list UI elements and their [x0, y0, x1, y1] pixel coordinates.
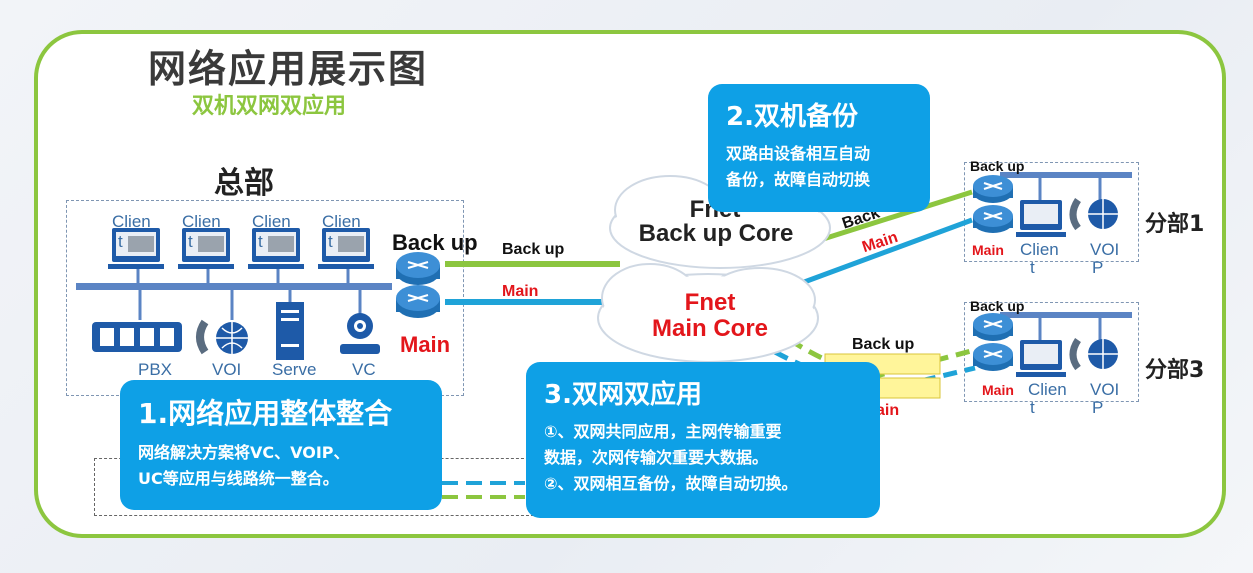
branch1-client-label: Clien	[1020, 240, 1059, 259]
voip-icon	[196, 319, 248, 355]
hq-client-label: Clien	[112, 212, 151, 231]
callout-network-integration: 1.网络应用整体整合 网络解决方案将VC、VOIP、 UC等应用与线路统一整合。	[120, 380, 442, 510]
callout-3-line-3: ②、双网相互备份，故障自动切换。	[544, 474, 798, 493]
branch3-main-label: Main	[982, 382, 1014, 398]
branch1-client-icon	[1016, 200, 1066, 237]
callout-2-line-2: 备份，故障自动切换	[726, 170, 871, 189]
branch3-client-suffix: t	[1030, 398, 1035, 417]
hq-client-label: Clien	[322, 212, 361, 231]
callout-1-line-1: 网络解决方案将VC、VOIP、	[138, 443, 350, 462]
branch1-voip-label: VOI	[1090, 240, 1120, 259]
branch1-backup-link	[819, 189, 973, 243]
hq-label: 总部	[214, 166, 274, 201]
main-core-title: Fnet	[684, 289, 736, 316]
hq-client-suffix: t	[188, 232, 193, 251]
branch3-backup-label: Back up	[970, 298, 1025, 314]
branch3-voip-icon	[1069, 338, 1118, 371]
backup-core-subtitle: Back up Core	[638, 220, 794, 247]
hq-router-main-label: Main	[400, 332, 451, 357]
callout-3-line-2: 数据，次网传输次重要大数据。	[544, 448, 769, 467]
voip-label: VOI	[212, 360, 242, 379]
pbx-label: PBX	[138, 360, 173, 379]
hq-client-suffix: t	[258, 232, 263, 251]
hq-router-stack	[396, 252, 440, 318]
branch1-voip-icon	[1069, 198, 1118, 231]
callout-3-title: 3.双网双应用	[544, 380, 702, 410]
branch1-client-suffix: t	[1030, 258, 1035, 277]
branch1-backup-label: Back up	[970, 158, 1025, 174]
vc-camera-icon	[340, 313, 380, 354]
hq-router-backup-label: Back up	[392, 230, 478, 255]
branch1-box	[964, 162, 1139, 262]
branch3-voip-suffix: P	[1092, 398, 1104, 417]
branch1-router-stack	[973, 175, 1013, 233]
pbx-icon	[92, 322, 182, 352]
callout-1-line-2: UC等应用与线路统一整合。	[138, 469, 339, 488]
branch1-main-link	[787, 217, 973, 291]
hq-client-suffix: t	[118, 232, 123, 251]
hq-backup-link-label: Back up	[502, 241, 565, 258]
page-subtitle: 双机双网双应用	[192, 94, 347, 119]
hq-client-label: Clien	[252, 212, 291, 231]
callout-2-title: 2.双机备份	[726, 102, 858, 132]
branch1-name: 分部1	[1145, 212, 1205, 237]
callout-dual-machine-backup: 2.双机备份 双路由设备相互自动 备份，故障自动切换	[708, 84, 930, 212]
branch3-backup-link-label: Back up	[852, 336, 915, 353]
branch1-voip-suffix: P	[1092, 258, 1104, 277]
hq-main-link-label: Main	[502, 283, 539, 300]
callout-1-title: 1.网络应用整体整合	[138, 397, 393, 430]
server-icon	[276, 302, 304, 360]
branch1-main-label: Main	[972, 242, 1004, 258]
main-core-subtitle: Main Core	[651, 315, 768, 342]
callout-3-line-1: ①、双网共同应用，主网传输重要	[544, 422, 782, 441]
branch3-main-link-label: ain	[876, 402, 900, 419]
hq-bus	[76, 283, 392, 290]
callout-dual-network-dual-app: 3.双网双应用 ①、双网共同应用，主网传输重要 数据，次网传输次重要大数据。 ②…	[526, 362, 880, 518]
hq-client-suffix: t	[328, 232, 333, 251]
branch3-name: 分部3	[1145, 358, 1205, 383]
hq-client-label: Clien	[182, 212, 221, 231]
branch3-client-label: Clien	[1028, 380, 1067, 399]
branch3-client-icon	[1016, 340, 1066, 377]
branch3-voip-label: VOI	[1090, 380, 1120, 399]
server-label: Serve	[272, 360, 317, 379]
callout-2-line-1: 双路由设备相互自动	[726, 144, 871, 163]
branch3-router-stack	[973, 313, 1013, 371]
page-title: 网络应用展示图	[148, 47, 429, 91]
vc-label: VC	[352, 360, 376, 379]
